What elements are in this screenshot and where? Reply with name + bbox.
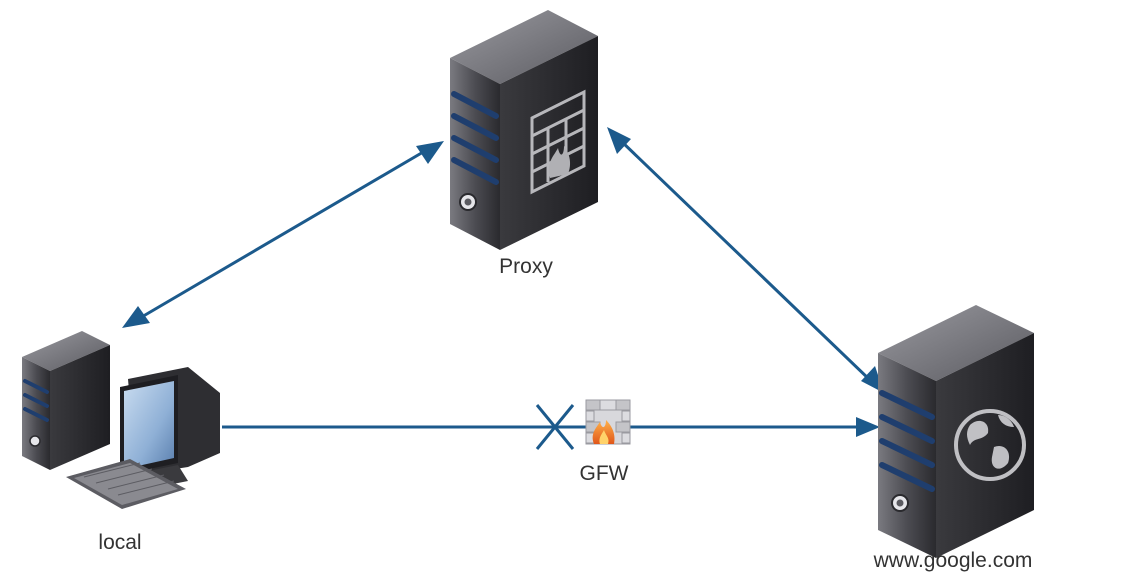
arrowhead-to-proxy-right [607,127,631,154]
connection-local-proxy [122,141,444,328]
blocked-x-icon [535,404,575,450]
firewall-brick-icon [585,399,631,445]
arrowhead-to-local [122,306,150,328]
server-globe-icon [878,305,1034,558]
proxy-label: Proxy [499,255,553,278]
network-diagram [22,10,1034,558]
server-firewall-icon [450,10,598,250]
gfw-label: GFW [579,462,629,485]
google-label: www.google.com [873,549,1033,572]
desktop-computer-icon [22,331,220,509]
arrowhead-to-google-direct [856,417,880,437]
arrowhead-to-proxy [416,141,444,164]
local-label: local [98,531,142,554]
connection-proxy-google [607,127,884,393]
connection-local-google-blocked [222,417,880,437]
